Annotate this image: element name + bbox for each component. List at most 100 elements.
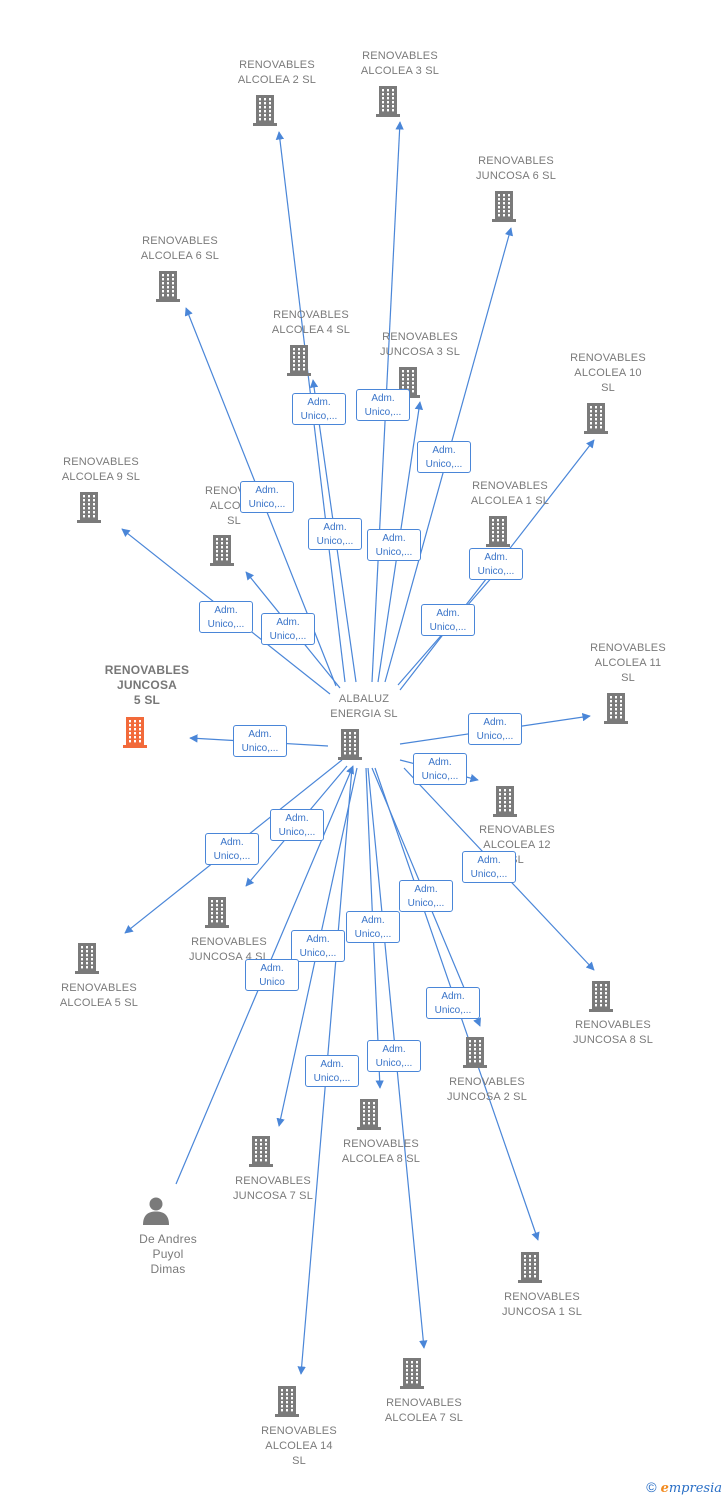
edge-label-alcolea4[interactable]: Adm.Unico,... bbox=[308, 518, 362, 550]
edge-label-alcolea7[interactable]: Adm.Unico,... bbox=[346, 911, 400, 943]
building-icon bbox=[463, 1037, 487, 1068]
building-icon-highlighted bbox=[123, 717, 147, 748]
edge-label-alcolea3[interactable]: Adm.Unico,... bbox=[356, 389, 410, 421]
node-label-line: RENOVABLES bbox=[273, 309, 349, 321]
node-label-line: ALCOLEA 3 SL bbox=[360, 65, 440, 77]
brand-initial: e bbox=[660, 1481, 669, 1496]
building-icon bbox=[249, 1136, 273, 1167]
node-label-line: RENOVABLES bbox=[575, 1019, 651, 1031]
building-icon bbox=[493, 786, 517, 817]
building-icon bbox=[376, 86, 400, 117]
edge-label-text: Adm. bbox=[484, 552, 508, 563]
building-icon bbox=[156, 271, 180, 302]
node-label-line: SL bbox=[621, 672, 635, 684]
building-icon bbox=[584, 403, 608, 434]
edge-label-alcolea2[interactable]: Adm.Unico,... bbox=[292, 393, 346, 425]
edge-label-juncosa5[interactable]: Adm. Unico,... bbox=[233, 725, 287, 757]
node-label-line: RENOVABLES bbox=[191, 936, 267, 948]
node-label-line: RENOVABLES bbox=[478, 155, 554, 167]
edge-label-alcolea6[interactable]: Adm.Unico,... bbox=[240, 481, 294, 513]
edge-label-text: Unico,... bbox=[421, 771, 459, 782]
edge-label-alcolea8[interactable]: Adm.Unico,... bbox=[367, 1040, 421, 1072]
edge-label-juncosa1[interactable]: Adm.Unico,... bbox=[426, 987, 480, 1019]
building-icon bbox=[77, 492, 101, 523]
node-label-line: ALCOLEA 5 SL bbox=[59, 997, 139, 1009]
edge-label-alcolea10[interactable]: Adm.Unico,... bbox=[469, 548, 523, 580]
building-icon bbox=[486, 516, 510, 547]
edge-label-text: Adm. bbox=[361, 915, 385, 926]
node-label-line: RENOVABLES bbox=[63, 456, 139, 468]
edge-label-text: Adm. bbox=[483, 717, 507, 728]
edge-label-text: Unico,... bbox=[213, 851, 251, 862]
edge-label-text: Unico,... bbox=[241, 743, 279, 754]
edge-label-text: Adm. bbox=[436, 608, 460, 619]
edge-label-person[interactable]: Adm.Unico bbox=[245, 959, 299, 991]
edge-label-text: Unico,... bbox=[429, 622, 467, 633]
edge-label-juncosa2[interactable]: Adm.Unico,... bbox=[399, 880, 453, 912]
edge-label-juncosa6[interactable]: Adm.Unico,... bbox=[417, 441, 471, 473]
building-icon bbox=[357, 1099, 381, 1130]
edge-label-juncosa4[interactable]: Adm.Unico,... bbox=[270, 809, 324, 841]
building-icon bbox=[492, 191, 516, 222]
building-icon bbox=[253, 95, 277, 126]
edge-label-alcolea14[interactable]: Adm.Unico,... bbox=[305, 1055, 359, 1087]
node-label-line: ALCOLEA 10 bbox=[574, 367, 642, 379]
edge-label-alcolea1[interactable]: Adm. Unico,... bbox=[421, 604, 475, 636]
edge-label-juncosa7[interactable]: Adm.Unico,... bbox=[291, 930, 345, 962]
node-label-line: ALCOLEA 7 SL bbox=[384, 1412, 464, 1424]
edge-label-alcolea11[interactable]: Adm. Unico,... bbox=[468, 713, 522, 745]
edge-label-alcolea12[interactable]: Adm. Unico,... bbox=[413, 753, 467, 785]
edge-label-text: Unico,... bbox=[476, 731, 514, 742]
edge-label-juncosa8[interactable]: Adm.Unico,... bbox=[462, 851, 516, 883]
edge-label-alcoleax[interactable]: Adm.Unico,... bbox=[261, 613, 315, 645]
node-label-line: RENOVABLES bbox=[261, 1425, 337, 1437]
node-label-line: JUNCOSA 1 SL bbox=[501, 1306, 583, 1318]
edge-label-alcolea9[interactable]: Adm.Unico,... bbox=[199, 601, 253, 633]
edge-label-text: Adm. bbox=[382, 533, 406, 544]
node-label-line: RENOVABLES bbox=[142, 235, 218, 247]
building-icon bbox=[275, 1386, 299, 1417]
edge-label-juncosa3[interactable]: Adm.Unico,... bbox=[367, 529, 421, 561]
edge-label-alcolea5[interactable]: Adm.Unico,... bbox=[205, 833, 259, 865]
edge-label-text: Adm. bbox=[276, 617, 300, 628]
node-label-line: ALCOLEA 1 SL bbox=[470, 495, 550, 507]
edge-label-text: Adm. bbox=[248, 729, 272, 740]
edge-label-text: Unico,... bbox=[375, 1058, 413, 1069]
edge-label-text: Adm. bbox=[285, 813, 309, 824]
edge-label-text: Adm. bbox=[428, 757, 452, 768]
node-label-line: RENOVABLES bbox=[343, 1138, 419, 1150]
node-label-line: ALCOLEA 12 bbox=[483, 839, 551, 851]
building-icon bbox=[518, 1252, 542, 1283]
edge-label-text: Adm. bbox=[432, 445, 456, 456]
